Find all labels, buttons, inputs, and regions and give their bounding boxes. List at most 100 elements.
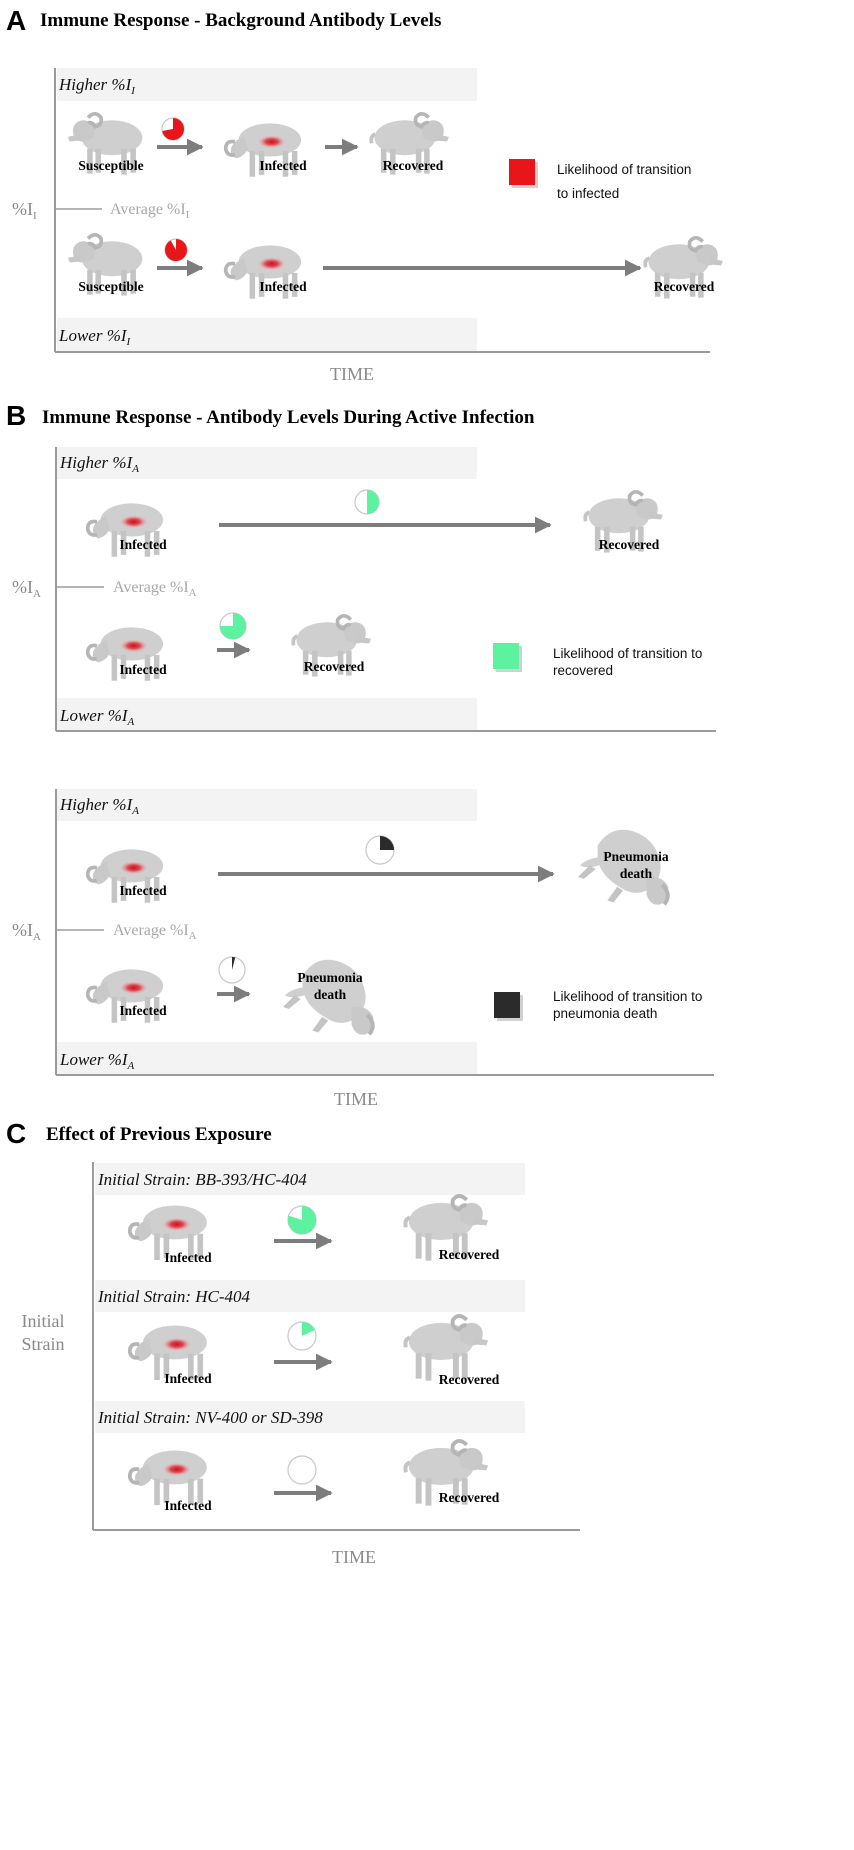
- panel-a-bottom-pie-fill: [164, 239, 187, 262]
- panel-b-bottom-row2-death-label-1: Pneumonia: [297, 970, 363, 985]
- panel-b-bottom-higher-label-main: Higher %I: [59, 795, 134, 814]
- panel-a-average-label-subscript: I: [186, 209, 190, 221]
- panel-b-top-row2-pie: [219, 612, 247, 640]
- panel-b-bottom-legend-swatch: [494, 992, 520, 1018]
- panel-b-top-average-label-main: Average %I: [113, 579, 189, 596]
- panel-b-bottom-lower-label-main: Lower %I: [59, 1050, 129, 1069]
- panel-a-yaxis-label-main: %I: [12, 199, 33, 219]
- panel-b-bottom-row2-pie-fill: [232, 957, 236, 970]
- panel-b-bottom-row1-pie: [365, 835, 395, 865]
- panel-c-strain-2-band: [95, 1280, 525, 1312]
- panel-a-xaxis-label: TIME: [330, 364, 374, 384]
- panel-a-average-label-main: Average %I: [110, 201, 186, 218]
- panel-b-top-row2-recovered-label: Recovered: [304, 659, 365, 674]
- panel-a-higher-label-subscript: I: [130, 85, 136, 97]
- panel-a-top-pie-fill: [162, 118, 184, 141]
- panel-a-higher-label: Higher %II: [58, 75, 136, 97]
- panel-b-bottom-row1-infected-label: Infected: [119, 883, 167, 898]
- panel-a-bottom-pie: [164, 238, 188, 262]
- panel-c-yaxis-label-1: Initial: [22, 1311, 65, 1331]
- panel-b-top-average-label-subscript: A: [189, 587, 197, 599]
- panel-c-title: Effect of Previous Exposure: [46, 1124, 272, 1145]
- panel-a-bottom-infected-label: Infected: [259, 279, 307, 294]
- panel-c-strain-2-infected-label: Infected: [164, 1371, 212, 1386]
- panel-b-bottom-xaxis-label: TIME: [334, 1089, 378, 1109]
- panel-a-bottom-recovered-label: Recovered: [654, 279, 715, 294]
- panel-b-bottom-row2-infected-label: Infected: [119, 1003, 167, 1018]
- panel-b-top-band-lower: [57, 698, 477, 730]
- panel-c-strain-2-pie: [287, 1321, 317, 1351]
- panel-a-yaxis-label-subscript: I: [33, 210, 37, 222]
- panel-a-lower-label-subscript: I: [126, 336, 132, 348]
- panel-c-yaxis-label-2: Strain: [22, 1334, 65, 1354]
- panel-b-top-lower-label-subscript: A: [127, 716, 135, 728]
- panel-c-strain-1-label: Initial Strain: BB-393/HC-404: [97, 1170, 307, 1189]
- panel-c-letter: C: [6, 1118, 26, 1149]
- panel-c-strain-3-pie-base: [287, 1455, 317, 1485]
- panel-b-bottom-legend-line-1: Likelihood of transition to: [553, 989, 702, 1004]
- panel-a-legend-swatch: [509, 159, 535, 185]
- panel-b-bottom-lower-label-subscript: A: [127, 1060, 135, 1072]
- panel-c-strain-1-band: [95, 1163, 525, 1195]
- panel-c-strain-3-infected-label: Infected: [164, 1498, 212, 1513]
- panel-b-top-band-higher: [57, 447, 477, 479]
- panel-b-title: Immune Response - Antibody Levels During…: [42, 407, 535, 428]
- panel-b-top-legend-line-2: recovered: [553, 663, 613, 678]
- panel-c-strain-3-recovered-label: Recovered: [439, 1490, 500, 1505]
- panel-a-top-susceptible-label: Susceptible: [78, 158, 143, 173]
- panel-b-top-row1-pie: [354, 489, 380, 515]
- panel-a-title: Immune Response - Background Antibody Le…: [40, 10, 441, 31]
- panel-b-bottom-yaxis-label-subscript: A: [33, 931, 41, 943]
- panel-b-top-lower-label-main: Lower %I: [59, 706, 129, 725]
- panel-b-bottom-average-label-main: Average %I: [113, 922, 189, 939]
- panel-a-lower-label: Lower %II: [58, 326, 132, 348]
- panel-a-top-recovered-label: Recovered: [383, 158, 444, 173]
- panel-b-bottom-row1-death-label-2: death: [620, 866, 653, 881]
- panel-b-top-legend-line-1: Likelihood of transition to: [553, 646, 702, 661]
- panel-c-strain-3-pie: [287, 1455, 317, 1485]
- panel-b-bottom-band-lower: [57, 1042, 477, 1074]
- panel-a-top-pie: [161, 117, 185, 141]
- panel-c-strain-3-label: Initial Strain: NV-400 or SD-398: [97, 1408, 323, 1427]
- panel-b-bottom-yaxis-label: %IA: [12, 920, 41, 943]
- panel-b-top-lower-label: Lower %IA: [59, 706, 135, 728]
- panel-b-bottom-average-label: Average %IA: [113, 922, 197, 942]
- panel-b-top-row1-infected-label: Infected: [119, 537, 167, 552]
- panel-a-lower-label-main: Lower %I: [58, 326, 128, 345]
- diagram-content: A Immune Response - Background Antibody L…: [6, 5, 725, 1567]
- panel-b-top-yaxis-label-main: %I: [12, 577, 33, 597]
- panel-a-top-infected-label: Infected: [259, 158, 307, 173]
- panel-c-strain-2-recovered-label: Recovered: [439, 1372, 500, 1387]
- panel-a-bottom-susceptible-label: Susceptible: [78, 279, 143, 294]
- panel-b-bottom-higher-label-subscript: A: [131, 805, 139, 817]
- panel-c-strain-3-band: [95, 1401, 525, 1433]
- panel-a-band-lower: [57, 318, 477, 351]
- panel-b-top-legend-swatch: [493, 643, 519, 669]
- panel-a-yaxis-label: %II: [12, 199, 37, 222]
- panel-b-top-yaxis-label-subscript: A: [33, 588, 41, 600]
- panel-b-bottom-legend-line-2: pneumonia death: [553, 1006, 657, 1021]
- panel-b-bottom-band-higher: [57, 789, 477, 821]
- panel-b-top-row2-pie-fill: [220, 613, 246, 639]
- panel-b-top-higher-label-main: Higher %I: [59, 453, 134, 472]
- panel-c-xaxis-label: TIME: [332, 1547, 376, 1567]
- panel-b-top-row2-infected-label: Infected: [119, 662, 167, 677]
- panel-c-strain-2-recovered-sheep: [403, 1313, 491, 1383]
- panel-b-top-higher-label-subscript: A: [131, 463, 139, 475]
- panel-b-bottom-row2-pie: [218, 956, 246, 984]
- panel-b-bottom-row1-pie-fill: [380, 836, 394, 850]
- panel-c-strain-3-infected-sheep: [127, 1448, 209, 1507]
- panel-b-letter: B: [6, 400, 26, 431]
- panel-b-bottom-average-label-subscript: A: [189, 930, 197, 942]
- panel-b-bottom-row1-death-label-1: Pneumonia: [603, 849, 669, 864]
- panel-b-bottom-row2-death-label-2: death: [314, 987, 347, 1002]
- panel-a-letter: A: [6, 5, 26, 36]
- panel-c-strain-1-pie-fill: [288, 1206, 317, 1235]
- panel-a-average-label: Average %II: [110, 201, 190, 221]
- panel-c-strain-2-pie-fill: [302, 1322, 315, 1336]
- panel-a-band-higher: [57, 68, 477, 101]
- panel-a-higher-label-main: Higher %I: [58, 75, 133, 94]
- panel-b-top-row1-recovered-label: Recovered: [599, 537, 660, 552]
- panel-c-strain-1-infected-label: Infected: [164, 1250, 212, 1265]
